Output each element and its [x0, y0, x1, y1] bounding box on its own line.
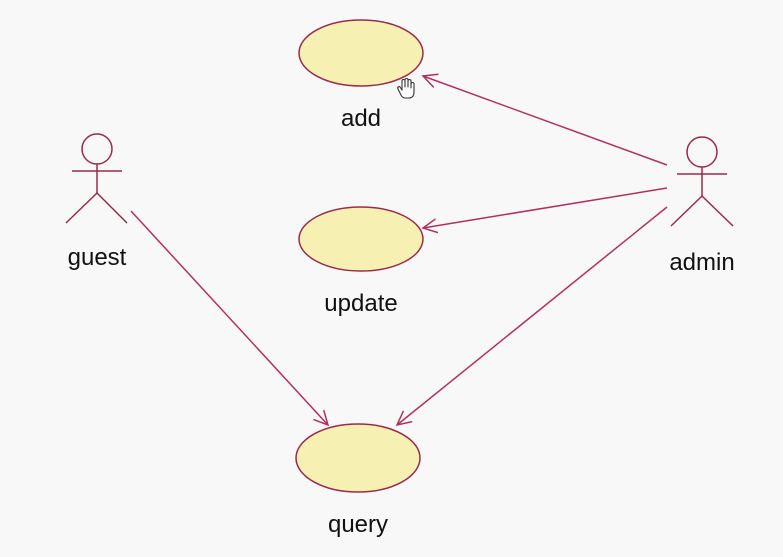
use-case-query[interactable]: query [295, 423, 421, 538]
association-admin-update[interactable] [423, 187, 668, 228]
association-admin-add[interactable] [423, 76, 668, 166]
use-case-query-label: query [328, 511, 388, 538]
association-guest-query[interactable] [130, 210, 328, 425]
stick-figure-icon [670, 136, 734, 227]
use-case-update[interactable]: update [298, 206, 424, 317]
association-admin-query[interactable] [397, 206, 668, 425]
hand-pointer-icon [397, 77, 415, 99]
use-case-update-label: update [324, 290, 397, 317]
actor-admin[interactable]: admin [669, 136, 735, 276]
use-case-add[interactable]: add [298, 19, 424, 132]
stick-figure-icon [65, 133, 128, 224]
actor-guest-label: guest [68, 244, 127, 271]
use-case-add-label: add [341, 105, 381, 132]
actor-admin-label: admin [669, 249, 734, 276]
actor-guest[interactable]: guest [65, 133, 128, 271]
